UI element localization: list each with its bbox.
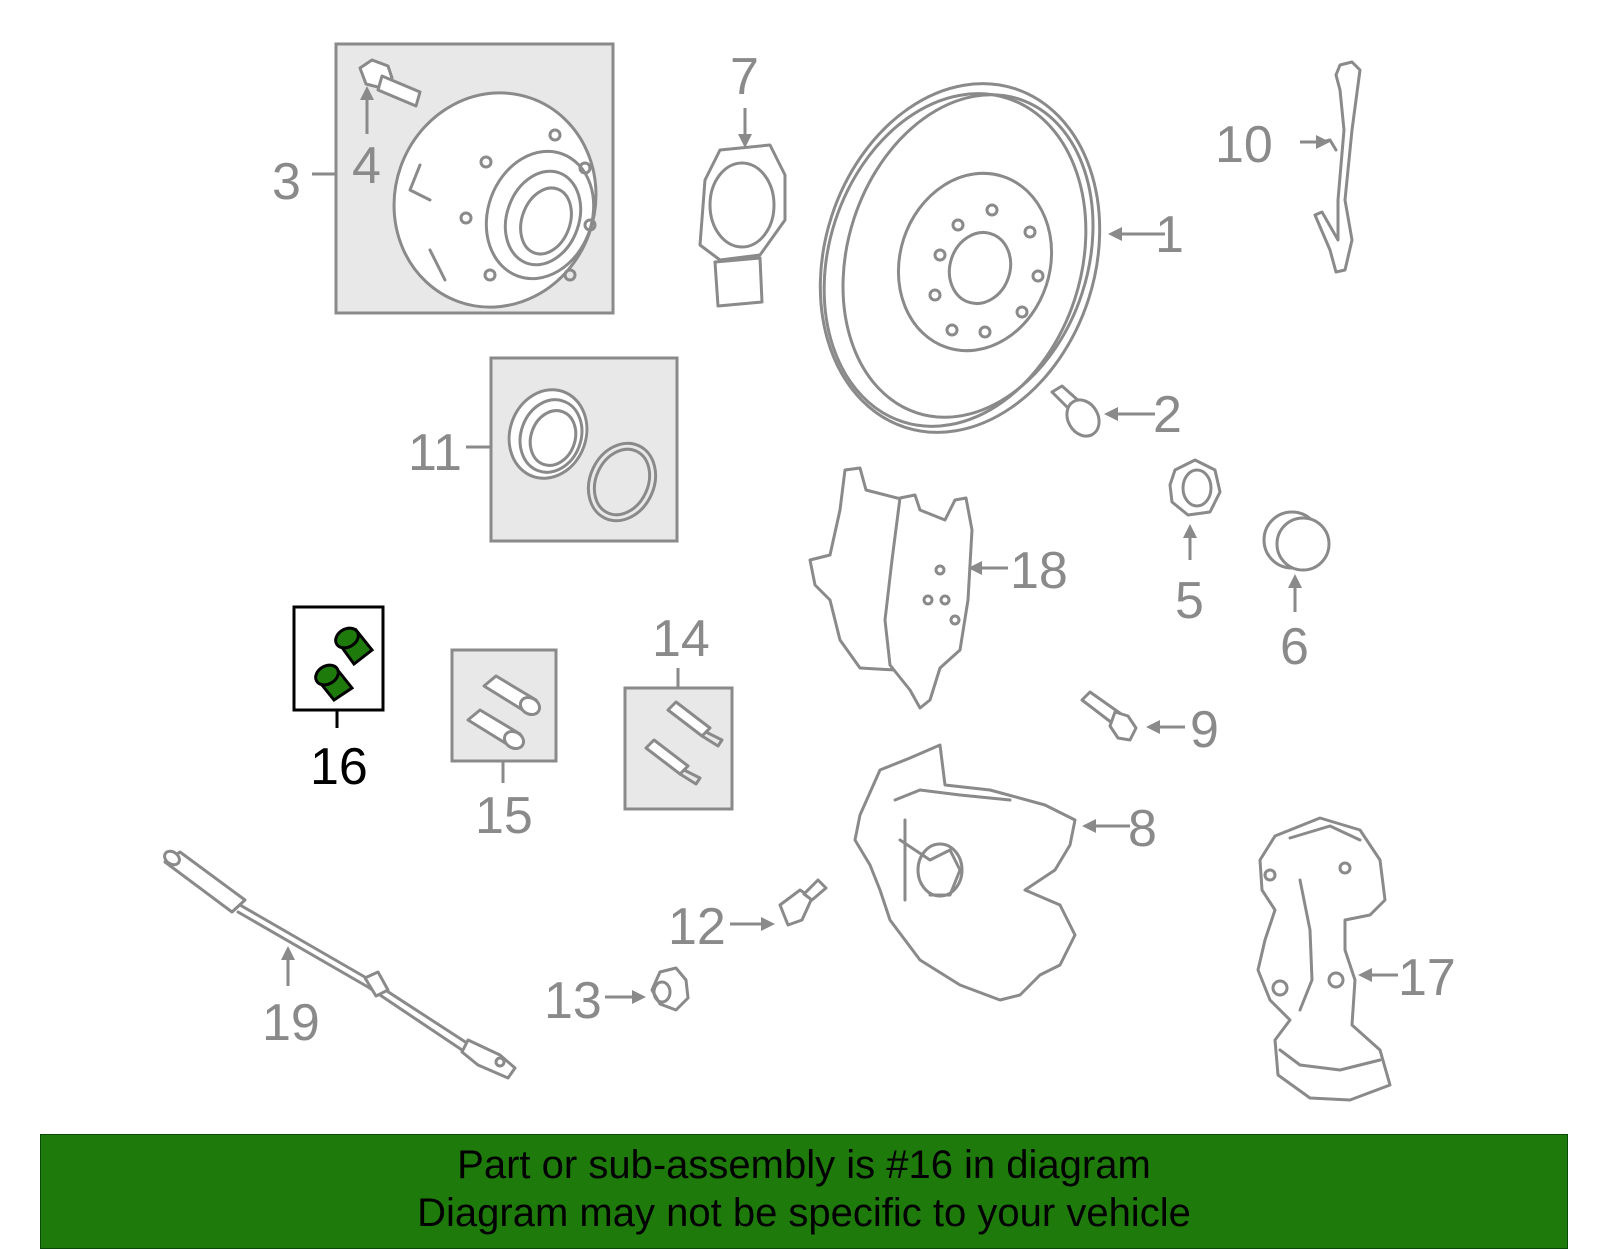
banner-line-1: Part or sub-assembly is #16 in diagram [457,1143,1151,1187]
part-guide-pin-bushing-highlighted[interactable] [312,624,375,703]
label-2: 2 [1153,386,1182,444]
label-8: 8 [1128,800,1157,858]
part-caliper-bracket[interactable] [1256,816,1392,1102]
part-hub-bolt[interactable] [358,58,422,108]
label-10: 10 [1215,116,1273,174]
part-abs-sensor[interactable] [778,878,828,927]
label-14: 14 [652,610,710,668]
part-brake-rotor[interactable] [777,47,1144,469]
part-caliper-housing[interactable] [853,743,1077,1002]
label-18: 18 [1010,542,1068,600]
part-piston-seal-kit[interactable] [497,379,668,532]
label-13: 13 [544,972,602,1030]
part-rotor-screw[interactable] [1050,384,1105,442]
part-wear-sensor-spring[interactable] [1313,60,1362,274]
label-1: 1 [1155,206,1184,264]
label-5: 5 [1175,572,1204,630]
label-19: 19 [262,994,320,1052]
brake-parts-diagram: 4 3 7 1 10 [162,42,1456,1102]
part-hub-assembly[interactable] [364,64,626,335]
label-3: 3 [272,153,301,211]
label-15: 15 [475,787,533,845]
part-dust-cap[interactable] [1262,510,1331,572]
part-hub-nut[interactable] [1168,458,1222,517]
part-guide-sleeves[interactable] [466,674,543,752]
part-brake-pads[interactable] [808,466,974,710]
banner-line-2: Diagram may not be specific to your vehi… [417,1191,1191,1235]
label-12: 12 [668,898,726,956]
part-wear-sensor-cable[interactable] [162,848,517,1080]
label-9: 9 [1190,701,1219,759]
part-caliper-bolt[interactable] [1080,690,1138,742]
part-dust-shield-small[interactable] [698,143,787,308]
label-4: 4 [352,137,381,195]
label-7: 7 [730,48,759,106]
label-11: 11 [408,424,462,482]
label-17: 17 [1398,949,1456,1007]
info-banner: Part or sub-assembly is #16 in diagram D… [40,1134,1568,1249]
part-bleeder-cap[interactable] [650,966,690,1012]
label-16: 16 [310,738,368,796]
part-guide-pins[interactable] [644,700,724,786]
label-6: 6 [1280,618,1309,676]
